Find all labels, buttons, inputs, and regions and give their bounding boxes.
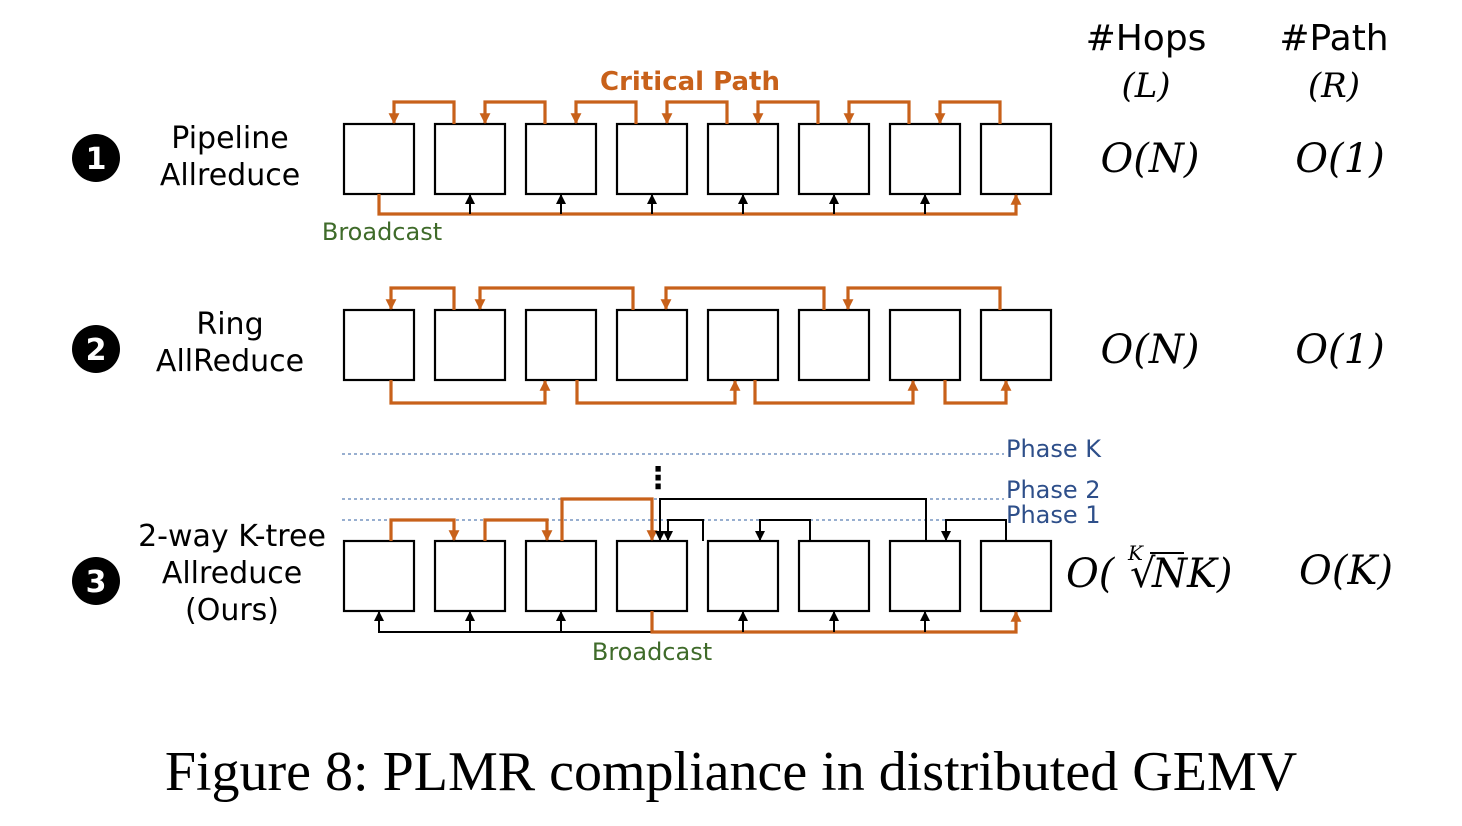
node: [524, 539, 598, 613]
badge-1: 1: [72, 134, 120, 182]
svg-text:2: 2: [86, 333, 107, 368]
row-k-tree-allreduce: Phase K Phase 2 Phase 1 ⋮ 3 2-way K-tree…: [72, 435, 1393, 666]
node: [433, 539, 507, 613]
figure-caption: Figure 8: PLMR compliance in distributed…: [165, 741, 1297, 803]
path-header: #Path: [1279, 18, 1388, 59]
row-3-hops: O( K √ NK): [1066, 541, 1233, 597]
node: [342, 539, 416, 613]
node: [342, 122, 416, 196]
node: [433, 122, 507, 196]
node: [979, 122, 1053, 196]
path-symbol: (R): [1308, 66, 1360, 106]
phase-ellipsis: ⋮: [643, 461, 673, 496]
node: [979, 308, 1053, 382]
row-2-hops: O(N): [1100, 327, 1199, 373]
node: [888, 308, 962, 382]
row-2-path: O(1): [1295, 327, 1384, 373]
row-pipeline-allreduce: 1 Pipeline Allreduce: [72, 100, 1385, 246]
row-1-broadcast-bus: [377, 193, 1022, 216]
badge-3: 3: [72, 557, 120, 605]
row-3-hops-prefix: O(: [1066, 551, 1116, 597]
phase-1-label: Phase 1: [1006, 501, 1101, 529]
node: [615, 308, 689, 382]
node: [706, 122, 780, 196]
phase-k-label: Phase K: [1006, 435, 1102, 463]
hops-header: #Hops: [1086, 18, 1207, 59]
critical-path-label: Critical Path: [600, 67, 780, 97]
badge-2: 2: [72, 325, 120, 373]
hops-symbol: (L): [1121, 66, 1170, 106]
row-3-name-line-1: 2-way K-tree: [138, 519, 326, 554]
node: [615, 122, 689, 196]
row-3-left-subtree-links: [389, 497, 658, 542]
node: [615, 539, 689, 613]
node: [342, 308, 416, 382]
node: [797, 539, 871, 613]
node: [433, 308, 507, 382]
node: [888, 539, 962, 613]
row-3-path: O(K): [1299, 548, 1393, 594]
row-1-path: O(1): [1295, 136, 1384, 182]
row-1-name-line-1: Pipeline: [171, 121, 288, 156]
node: [797, 122, 871, 196]
svg-text:3: 3: [86, 565, 107, 600]
row-1-name-line-2: Allreduce: [160, 158, 300, 193]
row-2-nodes: [342, 308, 1053, 382]
row-ring-allreduce: 2 Ring AllReduce O(N) O(1): [72, 286, 1385, 405]
row-3-hops-radical: √: [1130, 551, 1156, 597]
row-3-broadcast-bus: [374, 610, 1022, 634]
row-3-broadcast-label: Broadcast: [592, 638, 712, 666]
node: [524, 122, 598, 196]
row-2-name-line-2: AllReduce: [156, 344, 304, 379]
node: [706, 308, 780, 382]
row-3-hops-body: NK): [1151, 551, 1233, 597]
node: [888, 122, 962, 196]
svg-text:1: 1: [86, 142, 107, 177]
node: [979, 539, 1053, 613]
row-3-right-subtree-links: [655, 498, 1007, 541]
row-2-lower-ring-links: [389, 379, 1012, 405]
row-1-hops: O(N): [1100, 136, 1199, 182]
row-1-nodes: [342, 122, 1053, 196]
node: [524, 308, 598, 382]
row-2-name-line-1: Ring: [196, 307, 263, 342]
row-3-name-line-3: (Ours): [185, 593, 279, 628]
row-2-upper-ring-links: [385, 286, 1002, 311]
row-3-name-line-2: Allreduce: [162, 556, 302, 591]
row-1-broadcast-label: Broadcast: [322, 218, 442, 246]
node: [797, 308, 871, 382]
node: [706, 539, 780, 613]
row-3-nodes: [342, 539, 1053, 613]
phase-2-label: Phase 2: [1006, 476, 1101, 504]
row-1-reduce-chain: [388, 100, 1002, 125]
row-3-hops-root-index: K: [1127, 541, 1144, 565]
